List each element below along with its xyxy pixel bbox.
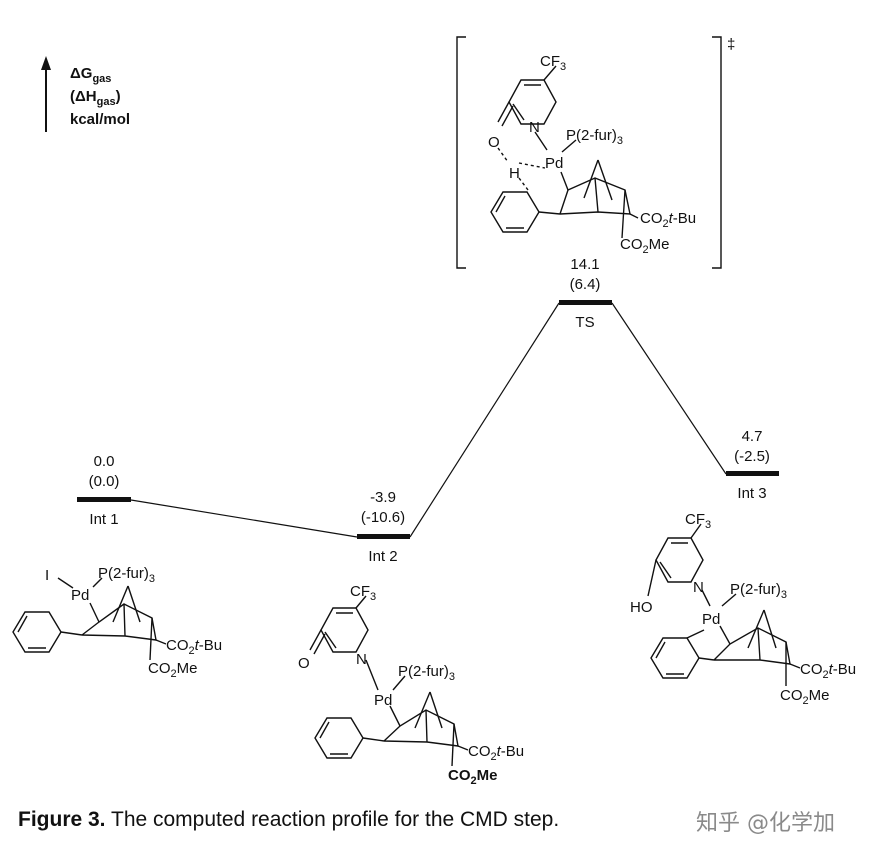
axis-dg-label: ΔG (70, 65, 92, 82)
svg-text:CO2t-Bu: CO2t-Bu (166, 637, 222, 657)
axis-unit-label: kcal/mol (70, 111, 130, 128)
svg-text:HO: HO (630, 599, 653, 616)
axis-dh-open: (ΔH (70, 88, 97, 105)
level-bar-int1 (77, 497, 131, 502)
svg-text:Pd: Pd (71, 587, 89, 604)
svg-text:Pd: Pd (702, 611, 720, 628)
svg-text:N: N (693, 579, 704, 596)
ts-label: TS (575, 314, 594, 331)
svg-text:P(2-fur)3: P(2-fur)3 (566, 127, 623, 147)
watermark: 知乎 @化学加 (696, 811, 835, 836)
axis-dh-close: ) (116, 88, 121, 105)
int1-label: Int 1 (89, 511, 118, 528)
svg-text:CO2Me: CO2Me (448, 767, 497, 787)
caption-label: Figure 3. (18, 808, 106, 831)
int3-dh-value: (-2.5) (734, 448, 770, 465)
level-bar-ts (559, 300, 612, 305)
int1-dg-value: 0.0 (94, 453, 115, 470)
svg-text:CO2Me: CO2Me (620, 236, 669, 256)
svg-text:N: N (356, 651, 367, 668)
ts-dg-value: 14.1 (570, 256, 599, 273)
svg-text:I: I (45, 567, 49, 584)
axis-dh-sub: gas (97, 96, 116, 108)
axis-dg-sub: gas (92, 73, 111, 85)
svg-text:CO2t-Bu: CO2t-Bu (468, 743, 524, 763)
svg-text:CO2t-Bu: CO2t-Bu (800, 661, 856, 681)
svg-text:Pd: Pd (374, 692, 392, 709)
caption-text: The computed reaction profile for the CM… (105, 808, 560, 831)
svg-text:CF3: CF3 (540, 53, 566, 73)
int3-dg-value: 4.7 (742, 428, 763, 445)
ts-double-dagger: ‡ (727, 36, 735, 53)
svg-text:H: H (509, 165, 520, 182)
svg-text:O: O (488, 134, 500, 151)
int3-structure: CF3 N HO Pd P(2-fur)3 CO2t-Bu CO2Me (630, 511, 856, 707)
ts-structure: CF3 N O H Pd P(2-fur)3 CO2t-Bu CO2Me ‡ (456, 36, 735, 269)
int2-label: Int 2 (368, 548, 397, 565)
svg-text:P(2-fur)3: P(2-fur)3 (98, 565, 155, 585)
svg-text:Pd: Pd (545, 155, 563, 172)
int2-dh-value: (-10.6) (361, 509, 405, 526)
svg-text:CO2t-Bu: CO2t-Bu (640, 210, 696, 230)
ts-dh-value: (6.4) (570, 276, 601, 293)
svg-text:CF3: CF3 (685, 511, 711, 531)
int2-structure: CF3 N O Pd P(2-fur)3 CO2t-Bu CO2Me (298, 583, 524, 787)
svg-text:CO2Me: CO2Me (148, 660, 197, 680)
svg-text:CO2Me: CO2Me (780, 687, 829, 707)
svg-text:O: O (298, 655, 310, 672)
int1-dh-value: (0.0) (89, 473, 120, 490)
svg-text:CF3: CF3 (350, 583, 376, 603)
level-bar-int2 (357, 534, 410, 539)
int1-structure: I Pd P(2-fur)3 CO2t-Bu CO2Me (12, 565, 222, 680)
figure-caption: Figure 3. The computed reaction profile … (18, 808, 559, 832)
svg-text:P(2-fur)3: P(2-fur)3 (730, 581, 787, 601)
energy-axis-arrow (41, 56, 51, 132)
svg-text:ΔGgas: ΔGgas (70, 65, 111, 85)
svg-text:N: N (529, 119, 540, 136)
svg-text:(ΔHgas): (ΔHgas) (70, 88, 121, 108)
svg-text:P(2-fur)3: P(2-fur)3 (398, 663, 455, 683)
int3-label: Int 3 (737, 485, 766, 502)
profile-path (130, 302, 727, 538)
int2-dg-value: -3.9 (370, 489, 396, 506)
level-bar-int3 (726, 471, 779, 476)
